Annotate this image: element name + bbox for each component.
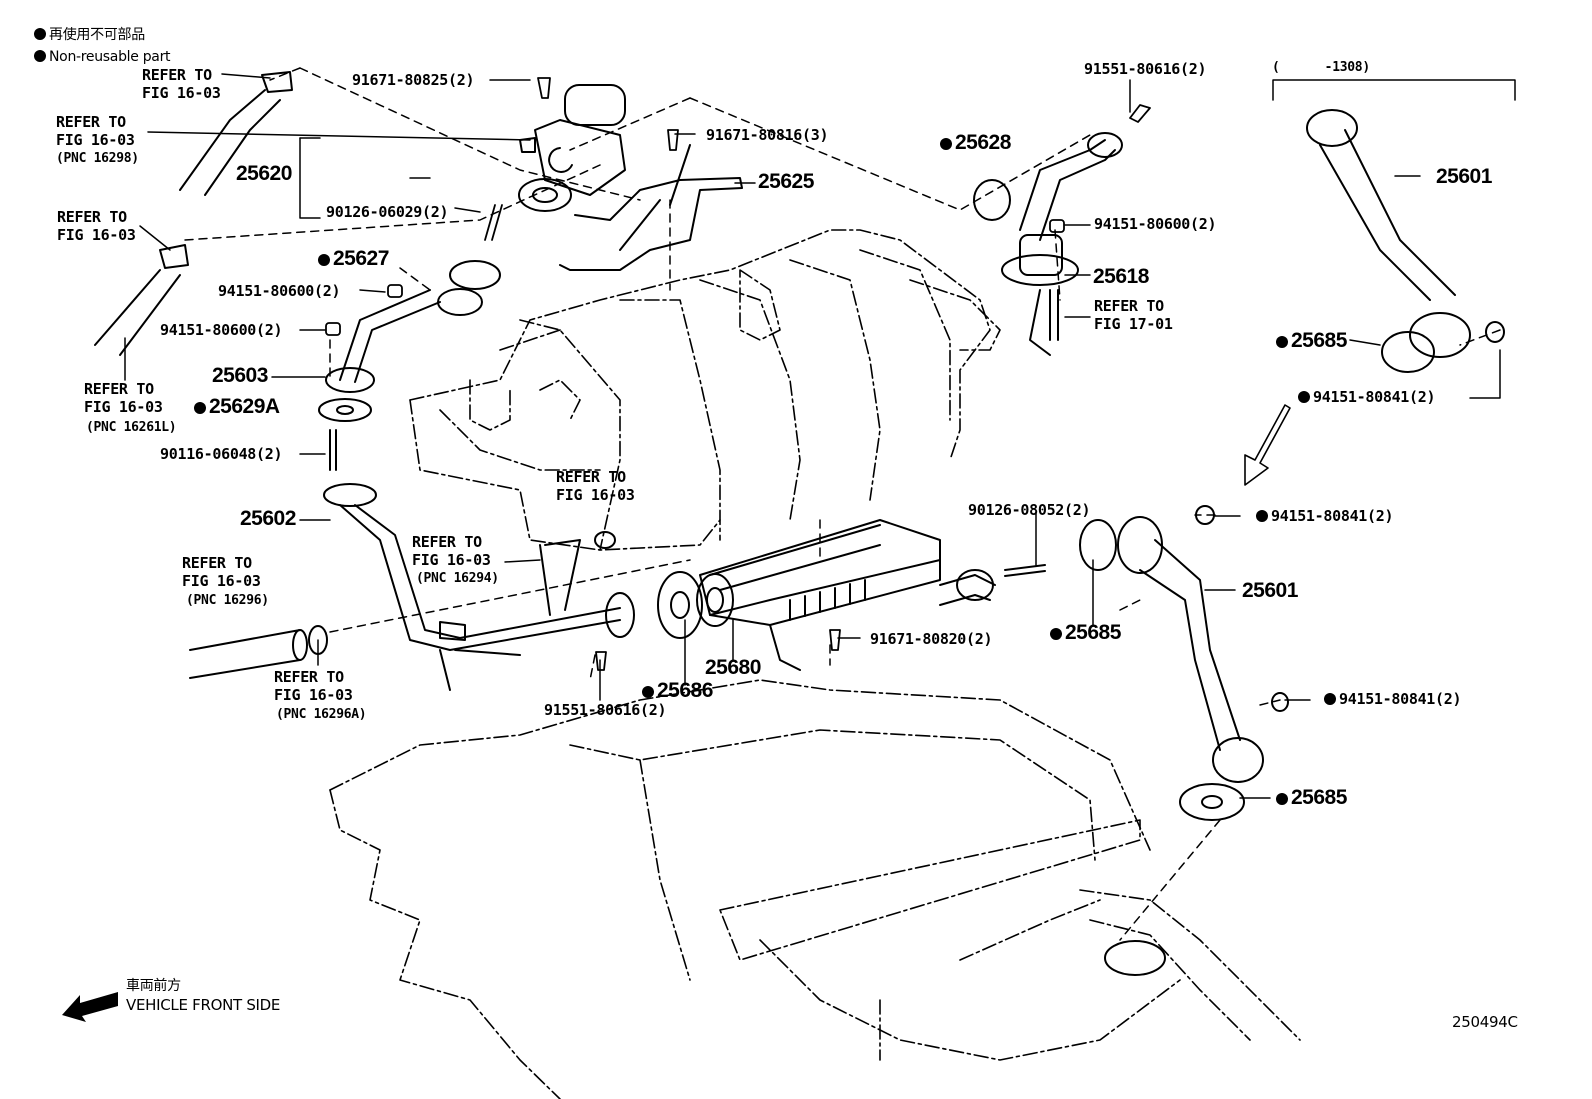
refer-label[interactable]: REFER TO FIG 17-01 bbox=[1094, 297, 1173, 333]
non-reusable-dot-icon bbox=[34, 50, 46, 62]
legend-text-en: Non-reusable part bbox=[49, 49, 171, 65]
part-94151-80841[interactable]: 94151-80841(2) bbox=[1324, 690, 1462, 708]
part-94151-80841[interactable]: 94151-80841(2) bbox=[1256, 507, 1394, 525]
non-reusable-dot-icon bbox=[1276, 336, 1288, 348]
refer-label[interactable]: REFER TO FIG 16-03 bbox=[182, 554, 261, 590]
pipe-25601-upper bbox=[1306, 109, 1505, 373]
part-25627[interactable]: 25627 bbox=[318, 247, 389, 271]
refer-label[interactable]: REFER TO FIG 16-03 bbox=[57, 208, 136, 244]
part-number-text: 25627 bbox=[333, 247, 389, 270]
part-94151-80600[interactable]: 94151-80600(2) bbox=[160, 321, 283, 339]
non-reusable-dot-icon bbox=[1298, 391, 1310, 403]
part-94151-80841[interactable]: 94151-80841(2) bbox=[1298, 388, 1436, 406]
legend-line-2: Non-reusable part bbox=[34, 48, 171, 66]
part-number-text: 25686 bbox=[657, 679, 713, 702]
part-25685[interactable]: 25685 bbox=[1050, 621, 1121, 645]
hose-upper-left bbox=[94, 71, 293, 356]
pnc-label: (PNC 16261L) bbox=[86, 420, 177, 435]
part-25601[interactable]: 25601 bbox=[1436, 165, 1492, 188]
part-25628[interactable]: 25628 bbox=[940, 131, 1011, 155]
vehicle-front-jp: 車両前方 bbox=[126, 978, 181, 994]
part-number-text: 94151-80841(2) bbox=[1271, 507, 1394, 525]
part-25603[interactable]: 25603 bbox=[212, 364, 268, 387]
part-91671-80820[interactable]: 91671-80820(2) bbox=[870, 630, 993, 648]
refer-label[interactable]: REFER TO FIG 16-03 bbox=[84, 380, 163, 416]
non-reusable-dot-icon bbox=[1050, 628, 1062, 640]
non-reusable-dot-icon bbox=[318, 254, 330, 266]
part-25629A[interactable]: 25629A bbox=[194, 395, 280, 419]
egr-valve-25620 bbox=[518, 84, 626, 212]
part-91671-80825[interactable]: 91671-80825(2) bbox=[352, 71, 475, 89]
part-number-text: 25629A bbox=[209, 395, 280, 418]
part-25618[interactable]: 25618 bbox=[1093, 265, 1149, 288]
pnc-label: (PNC 16294) bbox=[416, 571, 499, 586]
part-94151-80600[interactable]: 94151-80600(2) bbox=[1094, 215, 1217, 233]
non-reusable-dot-icon bbox=[1256, 510, 1268, 522]
part-91671-80816[interactable]: 91671-80816(3) bbox=[706, 126, 829, 144]
part-25685[interactable]: 25685 bbox=[1276, 786, 1347, 810]
leader-lines-solid bbox=[124, 73, 1516, 799]
refer-label[interactable]: REFER TO FIG 16-03 bbox=[412, 533, 491, 569]
pipe-25601-lower bbox=[1004, 505, 1289, 976]
part-90126-08052[interactable]: 90126-08052(2) bbox=[968, 501, 1091, 519]
refer-label[interactable]: REFER TO FIG 16-03 bbox=[556, 468, 635, 504]
leader-lines-dashed bbox=[184, 67, 1501, 941]
refer-label[interactable]: REFER TO FIG 16-03 bbox=[56, 113, 135, 149]
non-reusable-dot-icon bbox=[1276, 793, 1288, 805]
part-25620[interactable]: 25620 bbox=[236, 162, 292, 185]
pnc-label: (PNC 16298) bbox=[56, 151, 139, 166]
non-reusable-dot-icon bbox=[642, 686, 654, 698]
part-25680[interactable]: 25680 bbox=[705, 656, 761, 679]
part-number-text: 25628 bbox=[955, 131, 1011, 154]
part-number-text: 94151-80841(2) bbox=[1339, 690, 1462, 708]
legend-line-1: 再使用不可部品 bbox=[34, 26, 145, 44]
part-25625[interactable]: 25625 bbox=[758, 170, 814, 193]
vehicle-front-arrow bbox=[62, 992, 118, 1022]
pnc-label: (PNC 16296A) bbox=[276, 707, 367, 722]
part-25686[interactable]: 25686 bbox=[642, 679, 713, 703]
part-number-text: 25685 bbox=[1291, 786, 1347, 809]
bolts bbox=[325, 77, 1151, 671]
non-reusable-dot-icon bbox=[34, 28, 46, 40]
part-25685[interactable]: 25685 bbox=[1276, 329, 1347, 353]
legend-text-jp: 再使用不可部品 bbox=[49, 27, 145, 43]
part-90126-06029[interactable]: 90126-06029(2) bbox=[326, 203, 449, 221]
part-91551-80616[interactable]: 91551-80616(2) bbox=[1084, 60, 1207, 78]
part-number-text: 25685 bbox=[1065, 621, 1121, 644]
part-number-text: 94151-80841(2) bbox=[1313, 388, 1436, 406]
pipe-25603 bbox=[318, 260, 501, 471]
part-25601[interactable]: 25601 bbox=[1242, 579, 1298, 602]
part-number-text: 25685 bbox=[1291, 329, 1347, 352]
egr-cooler-25680 bbox=[657, 519, 996, 671]
vehicle-front-en: VEHICLE FRONT SIDE bbox=[126, 996, 281, 1014]
bracket-25625 bbox=[559, 144, 743, 271]
pnc-label: (PNC 16296) bbox=[186, 593, 269, 608]
part-91551-80616[interactable]: 91551-80616(2) bbox=[544, 701, 667, 719]
part-94151-80600[interactable]: 94151-80600(2) bbox=[218, 282, 341, 300]
intake-manifold-outline bbox=[409, 229, 1001, 551]
refer-label[interactable]: REFER TO FIG 16-03 bbox=[274, 668, 353, 704]
part-25602[interactable]: 25602 bbox=[240, 507, 296, 530]
non-reusable-dot-icon bbox=[940, 138, 952, 150]
range-note: ( -1308) bbox=[1272, 60, 1370, 75]
part-90116-06048[interactable]: 90116-06048(2) bbox=[160, 445, 283, 463]
figure-id: 250494C bbox=[1452, 1013, 1518, 1031]
refer-label[interactable]: REFER TO FIG 16-03 bbox=[142, 66, 221, 102]
non-reusable-dot-icon bbox=[194, 402, 206, 414]
pipe-25602 bbox=[323, 483, 635, 691]
front-arrow-outline bbox=[1244, 404, 1291, 486]
non-reusable-dot-icon bbox=[1324, 693, 1336, 705]
engine-block-outline bbox=[329, 679, 1301, 1099]
egr-pipe-25618-area bbox=[973, 132, 1123, 356]
hose-lower-left bbox=[189, 531, 616, 679]
